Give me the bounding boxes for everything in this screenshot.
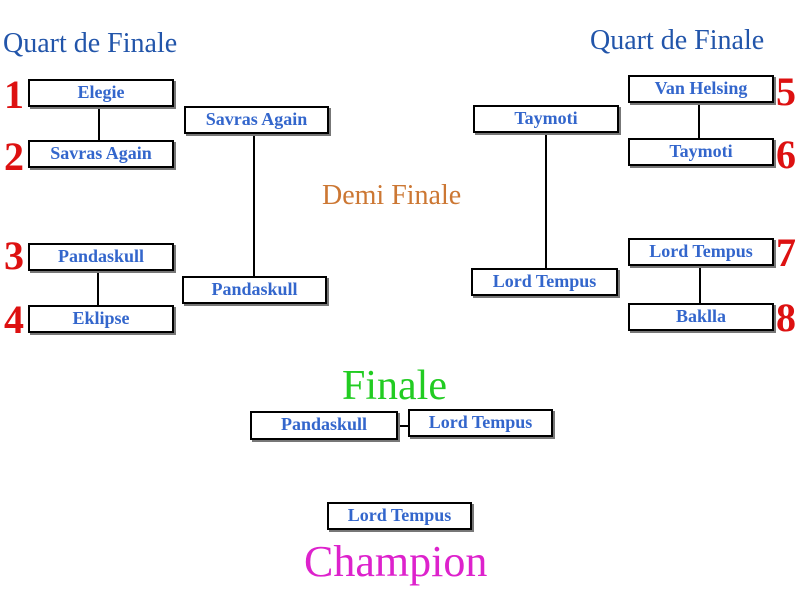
quarterfinal-heading-left: Quart de Finale — [3, 28, 178, 59]
final-heading: Finale — [342, 363, 447, 409]
quarterfinal-entry: Lord Tempus — [628, 238, 774, 266]
connector-line — [98, 105, 100, 141]
champion-entry: Lord Tempus — [327, 502, 472, 530]
connector-line — [545, 132, 547, 268]
seed-number: 1 — [4, 72, 24, 117]
quarterfinal-entry: Baklla — [628, 303, 774, 331]
seed-number: 3 — [4, 233, 24, 278]
connector-line — [253, 133, 255, 276]
quarterfinal-entry: Eklipse — [28, 305, 174, 333]
quarterfinal-heading-right: Quart de Finale — [590, 25, 765, 56]
seed-number: 4 — [4, 297, 24, 342]
semifinal-entry: Savras Again — [184, 106, 329, 134]
seed-number: 7 — [776, 230, 796, 275]
connector-line — [698, 101, 700, 138]
seed-number: 2 — [4, 134, 24, 179]
semifinal-heading: Demi Finale — [322, 180, 462, 211]
semifinal-entry: Taymoti — [473, 105, 619, 133]
champion-heading: Champion — [304, 537, 488, 586]
quarterfinal-entry: Taymoti — [628, 138, 774, 166]
connector-line — [398, 425, 410, 427]
quarterfinal-entry: Pandaskull — [28, 243, 174, 271]
final-entry: Pandaskull — [250, 411, 398, 440]
quarterfinal-entry: Van Helsing — [628, 75, 774, 103]
semifinal-entry: Lord Tempus — [471, 268, 618, 296]
semifinal-entry: Pandaskull — [182, 276, 327, 304]
quarterfinal-entry: Savras Again — [28, 140, 174, 168]
quarterfinal-entry: Elegie — [28, 79, 174, 107]
seed-number: 6 — [776, 132, 796, 177]
seed-number: 8 — [776, 295, 796, 340]
seed-number: 5 — [776, 69, 796, 114]
final-entry: Lord Tempus — [408, 409, 553, 437]
connector-line — [699, 266, 701, 303]
connector-line — [97, 269, 99, 305]
